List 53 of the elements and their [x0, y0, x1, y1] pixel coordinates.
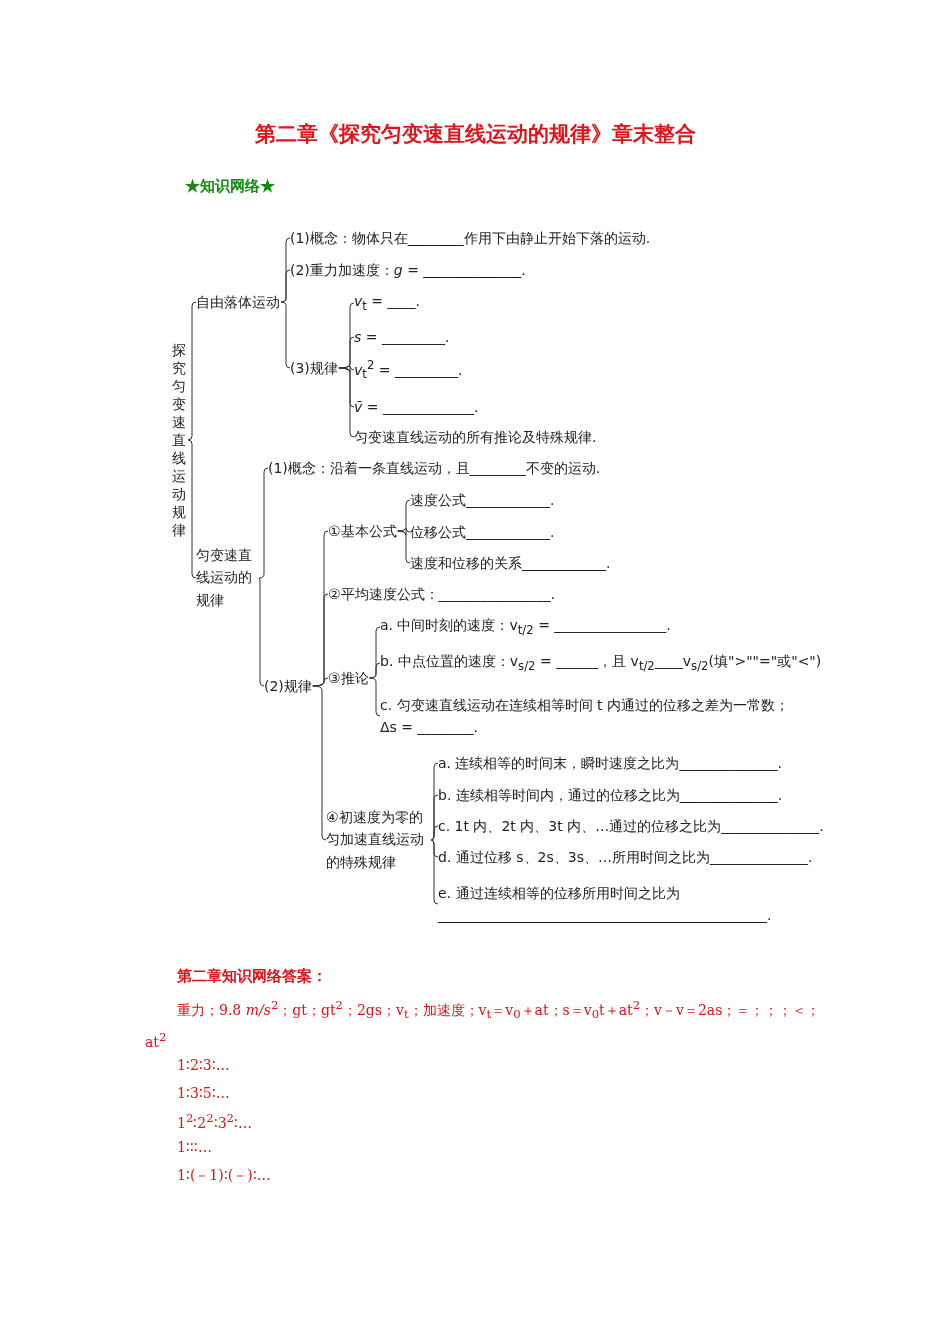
topic-label: 探究匀变速直线运动规律	[172, 341, 187, 539]
brace-line	[258, 467, 269, 579]
brace-line	[338, 367, 355, 438]
topic-label: 速度公式____________.	[410, 490, 555, 510]
topic-label: d. 通过位移 s、2s、3s、…所用时间之比为______________.	[438, 847, 813, 867]
topic-label: Δs = ________.	[380, 718, 479, 737]
topic-label: 匀变速直线运动的规律	[196, 546, 253, 611]
page-title: 第二章《探究匀变速直线运动的规律》章末整合	[253, 121, 697, 148]
answer-text: 1∶2∶3∶…	[177, 1056, 230, 1075]
topic-label: (3)规律	[290, 358, 338, 378]
section-heading: ★知识网络★	[185, 176, 275, 197]
topic-label: (2)重力加速度：g = ______________.	[290, 260, 526, 280]
brace-line	[430, 839, 439, 905]
topic-label: v$_{t}$ = ____.	[354, 292, 420, 316]
answer-text: 1∶(－1)∶(－)∶…	[177, 1166, 271, 1185]
topic-label: 位移公式____________.	[410, 522, 555, 542]
topic-label: v̄ = _____________.	[354, 397, 479, 417]
answer-text: 1$^{2}$∶2$^{2}$∶3$^{2}$∶…	[177, 1110, 253, 1133]
topic-label: v$_{t}$$^{2}$ = _________.	[354, 356, 463, 384]
brace-line	[258, 577, 265, 687]
topic-label: c. 匀变速直线运动在连续相等时间 t 内通过的位移之差为一常数；	[380, 695, 789, 715]
topic-label: b. 中点位置的速度：v$_{s/2}$ = ______，且 v$_{t/2}$____v$_{s/2}$(填">""="或"<")	[380, 652, 822, 676]
topic-label: (1)概念：沿着一条直线运动，且________不变的运动.	[268, 458, 601, 478]
brace-line	[369, 677, 381, 717]
topic-label: 速度和位移的关系____________.	[410, 553, 611, 573]
brace-line	[187, 439, 197, 579]
brace-line	[397, 530, 411, 564]
topic-label: s = _________.	[354, 327, 450, 347]
topic-label: ③推论	[328, 668, 369, 688]
answer-heading: 第二章知识网络答案：	[177, 966, 327, 987]
topic-label: (1)概念：物体只在________作用下由静止开始下落的运动.	[290, 228, 651, 248]
brace-line	[280, 301, 291, 369]
topic-label: (2)规律	[264, 676, 312, 696]
answer-text: 1∶∶∶…	[177, 1138, 212, 1157]
topic-label: ④初速度为零的匀加速直线运动的特殊规律	[326, 808, 425, 873]
brace-line	[312, 685, 327, 841]
topic-label: a. 连续相等的时间末，瞬时速度之比为______________.	[438, 753, 782, 773]
brace-line	[187, 301, 197, 441]
topic-label: e. 通过连续相等的位移所用时间之比为 _______________________________________________.	[438, 883, 773, 925]
brace-line	[280, 269, 291, 303]
topic-label: a. 中间时刻的速度：v$_{t/2}$ = ________________.	[380, 616, 671, 640]
topic-label: ①基本公式	[328, 521, 397, 541]
topic-label: b. 连续相等时间内，通过的位移之比为______________.	[438, 785, 783, 805]
topic-label: 匀变速直线运动的所有推论及特殊规律.	[354, 427, 597, 447]
brace-line	[369, 662, 381, 679]
topic-label: 自由落体运动	[196, 292, 280, 312]
topic-label: ②平均速度公式：________________.	[328, 584, 555, 604]
answer-text: 1∶3∶5∶…	[177, 1084, 230, 1103]
brace-line	[397, 499, 411, 532]
topic-label: c. 1t 内、2t 内、3t 内、…通过的位移之比为______________.	[438, 816, 824, 836]
answer-text: 重力；9.8 m/s$^{2}$；gt；gt$^{2}$；2gs；v$_{t}$；加速度；v$_{t}$＝v$_{0}$＋at；s＝v$_{0}$t＋at$^{2}$；v－v＝2as；＝；；；＜；at$^{2}$	[145, 997, 822, 1052]
brace-line	[312, 677, 329, 687]
brace-line	[430, 825, 439, 841]
